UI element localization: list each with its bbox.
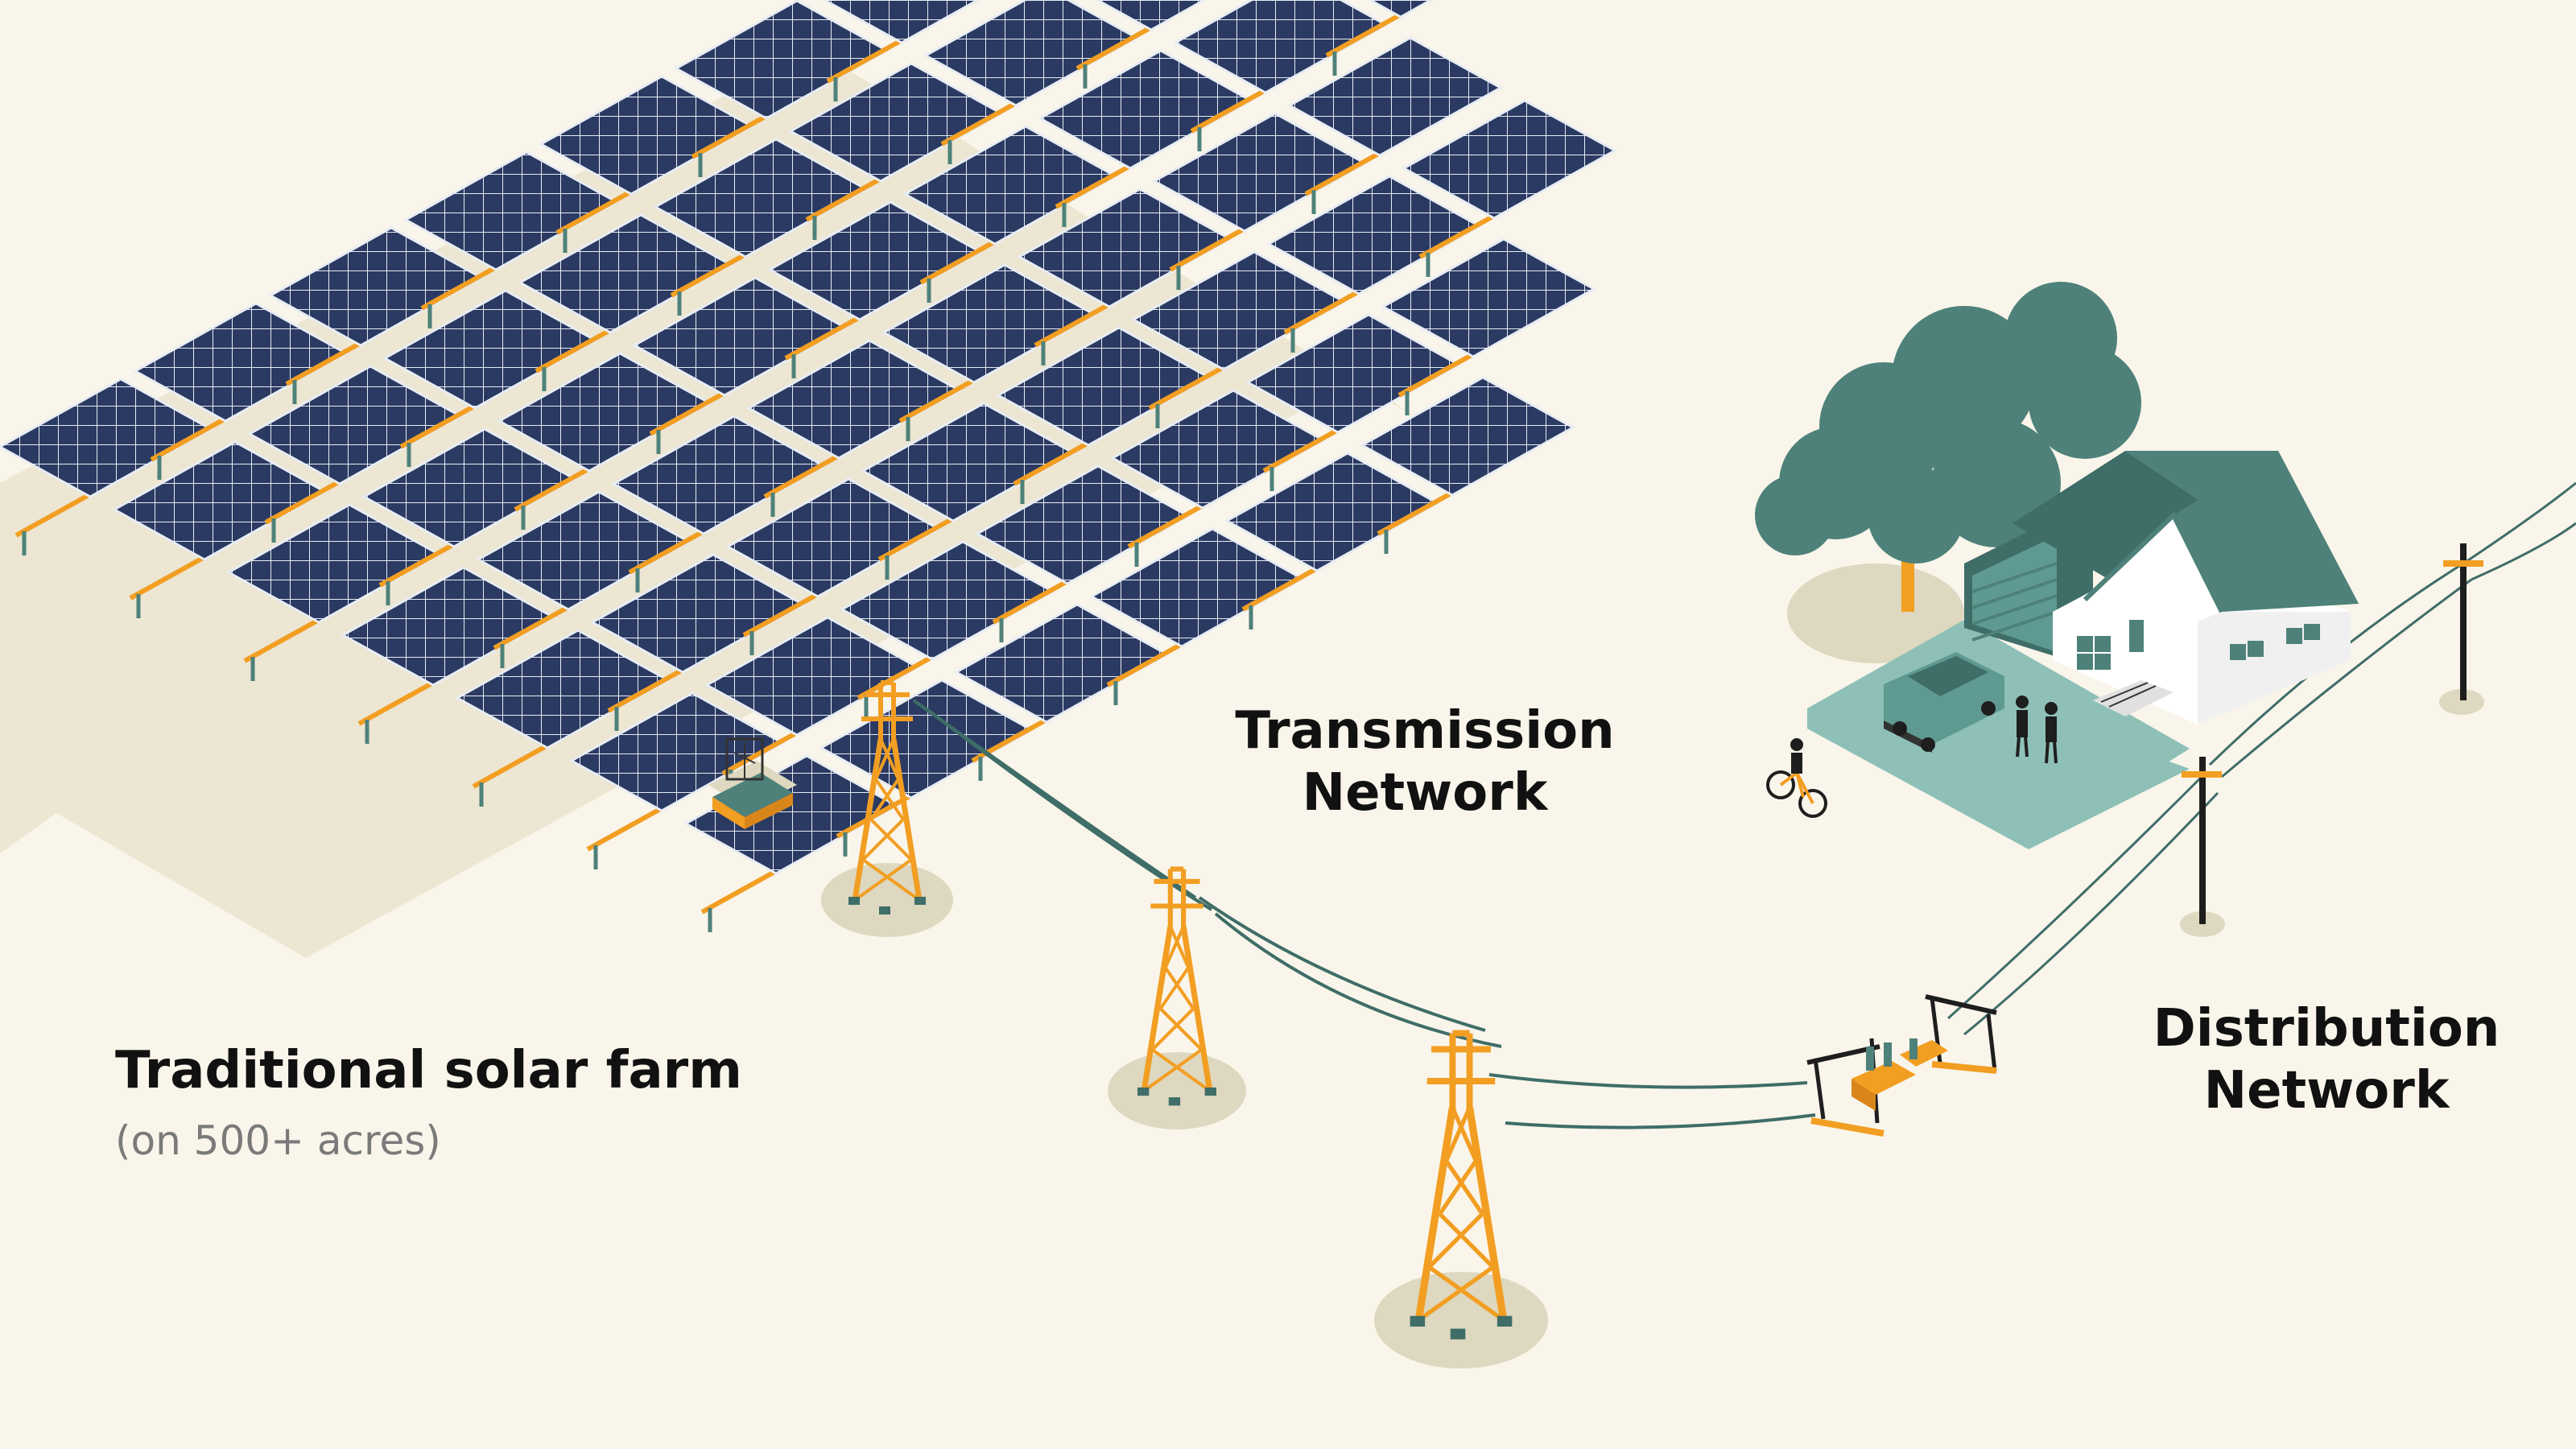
solar-farm-subtitle: (on 500+ acres) <box>115 1117 441 1164</box>
transmission-label-line2: Network <box>1302 762 1548 823</box>
transmission-tower-icon <box>1410 1030 1513 1340</box>
people-icon <box>2016 696 2058 764</box>
solar-farm-title: Traditional solar farm <box>115 1041 742 1100</box>
house-icon <box>1964 451 2359 724</box>
distribution-label-line2: Network <box>2203 1060 2450 1121</box>
transmission-tower-icon <box>848 680 926 914</box>
solar-panel-icon <box>1325 0 1434 76</box>
car-icon <box>1884 652 2004 753</box>
substation-icon <box>708 737 797 829</box>
utility-pole-icon <box>2443 543 2483 700</box>
solar-panel-icon <box>822 0 980 101</box>
solar-farm <box>0 0 1618 932</box>
solar-panel-icon <box>1224 452 1441 630</box>
solar-panel-icon <box>724 477 942 655</box>
cyclist-icon <box>1766 738 1827 818</box>
transmission-tower-icon <box>1137 866 1216 1106</box>
solar-panel-icon <box>818 679 1035 857</box>
solar-panel-icon <box>1380 237 1597 415</box>
transmission-network-label: Transmission Network <box>1119 700 1731 824</box>
transmission-label-line1: Transmission <box>1235 701 1615 761</box>
tower-shadows <box>821 564 2484 1368</box>
solar-panel-icon <box>1075 0 1208 89</box>
tree-icon <box>1755 282 2141 612</box>
solar-panel-icon <box>1130 250 1348 428</box>
solar-panel-icon <box>1088 527 1306 705</box>
distribution-label-line1: Distribution <box>2153 999 2500 1059</box>
utility-pole-icon <box>2182 757 2222 924</box>
solar-panel-icon <box>1359 376 1576 554</box>
substation-icon <box>1806 994 1997 1137</box>
solar-panel-icon <box>382 289 599 467</box>
transmission-wires <box>912 699 1816 1129</box>
solar-panel-icon <box>1401 99 1618 277</box>
distribution-network-label: Distribution Network <box>2061 998 2576 1122</box>
solar-panel-icon <box>1286 36 1504 214</box>
